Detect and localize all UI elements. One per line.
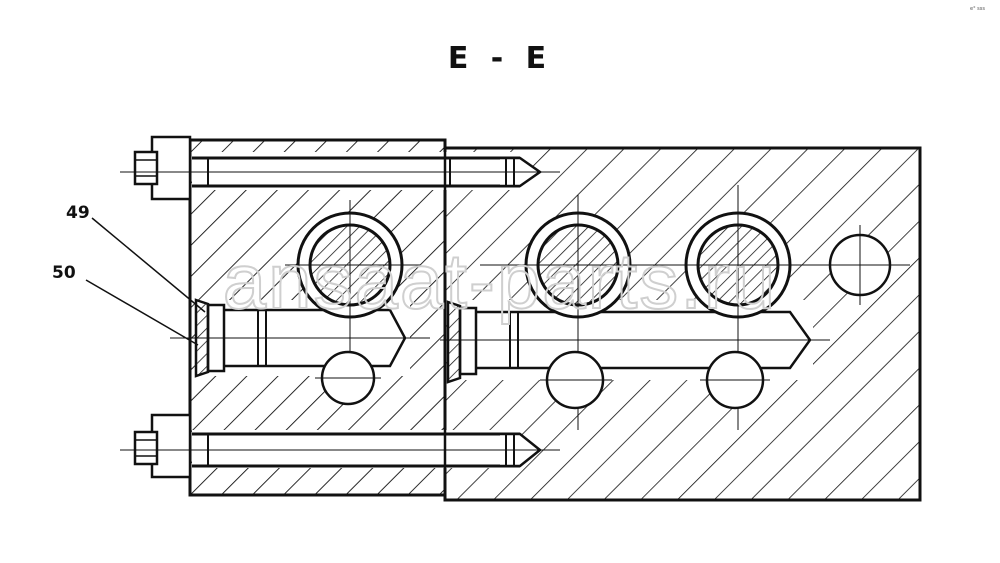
callout-50: 50 <box>52 263 76 283</box>
port-lower-middle <box>540 350 612 410</box>
section-title: E - E <box>448 41 552 76</box>
watermark: ansaat-parts.ru <box>223 237 778 325</box>
corner-mark: e° sss <box>970 6 985 12</box>
top-bolt <box>120 150 560 190</box>
bore-left <box>285 200 420 405</box>
left-spool-pin <box>170 298 430 378</box>
end-plate <box>150 135 192 479</box>
leader-49 <box>91 217 206 313</box>
leader-50 <box>85 279 199 346</box>
bottom-bolt <box>120 430 560 468</box>
port-lower-right <box>700 350 770 410</box>
port-lower-left <box>315 350 381 406</box>
bore-middle <box>524 195 632 430</box>
callout-49: 49 <box>66 203 90 223</box>
